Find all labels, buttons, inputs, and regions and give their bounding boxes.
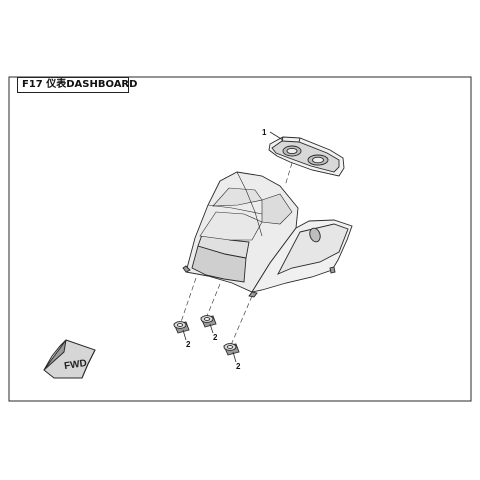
grommet-a <box>173 321 190 334</box>
sheet-border <box>8 76 472 402</box>
fwd-arrow-icon <box>43 339 96 379</box>
assembly-line-1 <box>284 162 293 187</box>
dashboard-housing <box>182 171 353 298</box>
instrument-cluster <box>268 136 345 177</box>
assembly-line-3 <box>180 277 197 323</box>
callout-2b: 2 <box>213 333 218 342</box>
assembly-line-2 <box>206 283 221 317</box>
callout-2c: 2 <box>236 362 241 371</box>
grommet-c <box>223 343 240 356</box>
assembly-line-4 <box>230 295 253 346</box>
callout-1: 1 <box>262 128 267 137</box>
fwd-label: FWD <box>64 358 88 372</box>
grommet-b <box>200 315 217 328</box>
callout-2a: 2 <box>186 340 191 349</box>
